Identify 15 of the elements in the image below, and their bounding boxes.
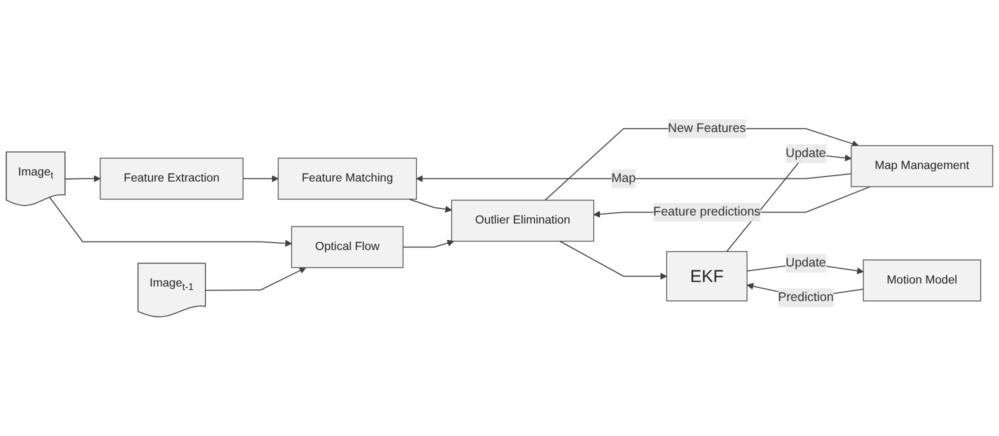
document-shape: Image$_{t}$	[6, 152, 66, 206]
process-box: Feature Matching	[278, 158, 417, 200]
edge-label: Map	[611, 169, 636, 188]
process-box: Optical Flow	[291, 226, 404, 268]
edge-label: Feature predictions	[653, 202, 760, 222]
process-box: EKF	[666, 251, 748, 302]
process-box: Map Management	[850, 145, 994, 188]
document-shape: Image$_{t-1}$	[138, 262, 206, 318]
edge-label: New Features	[668, 119, 746, 138]
edge-label: Update	[786, 254, 826, 273]
process-box: Outlier Elimination	[451, 200, 594, 242]
edge-label: Prediction	[778, 288, 834, 308]
edge-label: Update	[786, 144, 826, 164]
process-box: Feature Extraction	[100, 158, 244, 200]
process-box: Motion Model	[862, 260, 982, 302]
